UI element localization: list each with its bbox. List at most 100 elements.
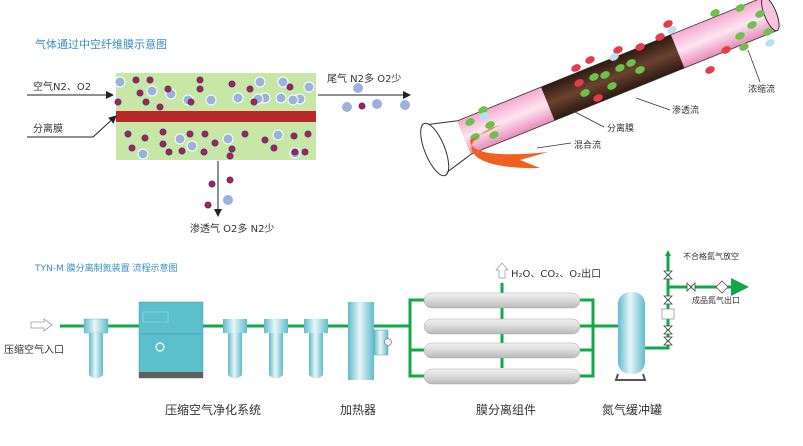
- process-title: TYN-M 膜分离制氮装置 流程示意图: [34, 262, 177, 274]
- flow-droplet: [755, 10, 765, 18]
- o2-molecule: [211, 139, 219, 147]
- mixed-flow-arrow: [470, 125, 548, 169]
- flow-droplet: [478, 106, 488, 114]
- membrane-module: [423, 292, 581, 309]
- filter-3: [304, 319, 328, 379]
- flow-droplet: [600, 71, 610, 79]
- o2-molecule: [146, 76, 154, 84]
- n2-molecule: [272, 129, 284, 141]
- flow-droplet: [663, 20, 673, 28]
- o2-molecule: [136, 89, 144, 97]
- n2-molecule: [275, 92, 287, 104]
- tube-inlet-mouth: [420, 122, 450, 177]
- tail-gas-label: 尾气 N2多 O2少: [327, 72, 401, 85]
- exhaust-arrow-icon: [495, 262, 509, 279]
- buffer-tank: [614, 292, 647, 381]
- tube-flare: [426, 120, 472, 174]
- n2-molecule: [342, 102, 352, 112]
- flow-droplet: [571, 64, 581, 72]
- o2-molecule: [290, 132, 298, 140]
- nitrogen-process-flow: TYN-M 膜分离制氮装置 流程示意图 压缩空气入口: [4, 250, 749, 417]
- o2-molecule: [301, 148, 309, 156]
- buffer-tank-label: 氮气缓冲罐: [602, 402, 662, 417]
- o2-molecule: [178, 147, 186, 155]
- heater-gauge-icon: [384, 338, 392, 346]
- membrane-module: [423, 318, 581, 335]
- o2-molecule: [204, 201, 212, 209]
- schematic-title: 气体通过中空纤维膜示意图: [35, 37, 167, 51]
- tube-pink-right: [670, 0, 778, 69]
- o2-molecule: [141, 134, 149, 142]
- flow-droplet: [710, 9, 720, 17]
- o2-molecule: [124, 130, 132, 138]
- flow-droplet: [705, 66, 715, 74]
- tube-end-cap: [761, 0, 780, 32]
- o2-molecule: [196, 76, 204, 84]
- o2-molecule: [159, 128, 167, 136]
- o2-molecule: [226, 176, 234, 184]
- membrane-module-label: 膜分离组件: [476, 402, 536, 417]
- heater-label: 加热器: [340, 403, 376, 417]
- o2-molecule: [196, 85, 204, 93]
- flow-droplet: [735, 32, 745, 40]
- o2-molecule: [156, 103, 164, 111]
- flow-droplets: [465, 4, 775, 141]
- flow-droplet: [721, 46, 731, 54]
- o2-molecule: [200, 148, 208, 156]
- o2-molecule: [226, 152, 234, 160]
- gas-molecules: [114, 76, 410, 209]
- concentrate-label: 浓缩流: [748, 83, 775, 95]
- o2-molecule: [165, 148, 173, 156]
- n2-molecule: [277, 76, 289, 88]
- dryer-unit: [138, 301, 204, 379]
- flow-droplet: [615, 64, 625, 72]
- purification-label: 压缩空气净化系统: [165, 402, 261, 417]
- n2-molecule: [223, 195, 233, 205]
- o2-molecule: [114, 98, 122, 106]
- o2-molecule: [159, 140, 167, 148]
- valve-icon: [686, 282, 696, 292]
- flow-droplet: [739, 43, 749, 51]
- o2-molecule: [261, 136, 269, 144]
- o2-molecule: [132, 76, 140, 84]
- flow-droplet: [585, 56, 595, 64]
- flow-droplet: [593, 94, 603, 102]
- tube-pink-left: [457, 87, 555, 155]
- hollow-fiber-tube-illustration: 浓缩流 渗透流 分离膜 混合流: [420, 0, 780, 177]
- o2-molecule: [201, 130, 209, 138]
- n2-molecule: [174, 133, 186, 145]
- tube-membrane-label: 分离膜: [607, 122, 634, 134]
- o2-molecule: [286, 83, 294, 91]
- o2-molecule: [270, 144, 278, 152]
- n2-molecule: [303, 81, 315, 93]
- n2-molecule: [205, 94, 217, 106]
- hollow-fiber-schematic: 气体通过中空纤维膜示意图 空气N2、O2 分离膜 尾气 N2多 O2少 渗透气 …: [27, 37, 411, 235]
- flow-droplet: [609, 53, 619, 61]
- flow-droplet: [626, 59, 636, 67]
- inlet-label: 压缩空气入口: [4, 343, 64, 356]
- membrane-band: [116, 111, 316, 122]
- flow-droplet: [574, 79, 584, 87]
- valve-icon: [663, 270, 673, 280]
- o2-molecule: [142, 98, 150, 106]
- membrane-module: [423, 368, 581, 385]
- n2-molecule: [186, 140, 198, 152]
- n2-molecule: [114, 76, 126, 88]
- o2-molecule: [291, 148, 299, 156]
- n2-molecule: [222, 133, 234, 145]
- valve-icon: [663, 295, 673, 305]
- o2-molecule: [187, 98, 195, 106]
- mixed-flow-label: 混合流: [574, 139, 601, 151]
- n2-molecule: [372, 99, 382, 109]
- filter-2: [264, 319, 288, 379]
- o2-molecule: [246, 85, 254, 93]
- membrane-module: [423, 342, 581, 359]
- flow-droplet: [607, 82, 617, 90]
- n2-molecule: [232, 92, 244, 104]
- valve-icon: [663, 325, 673, 335]
- n2-molecule: [137, 148, 149, 160]
- permeate-label: 渗透气 O2多 N2少: [190, 222, 274, 235]
- n2-molecule: [400, 100, 410, 110]
- flow-droplet: [465, 118, 475, 126]
